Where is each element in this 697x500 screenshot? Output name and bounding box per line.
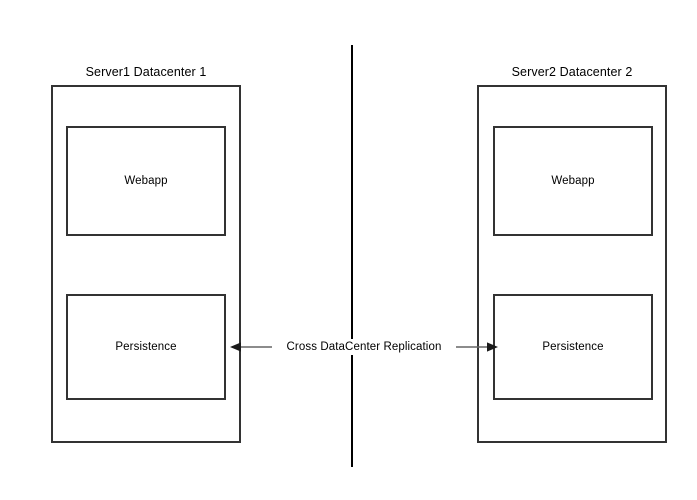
datacenter-title-right: Server2 Datacenter 2: [511, 65, 633, 79]
component-label-persistence-right: Persistence: [542, 341, 604, 353]
component-label-webapp-right: Webapp: [551, 175, 595, 187]
component-label-persistence-left: Persistence: [115, 341, 177, 353]
component-box-webapp-left[interactable]: Webapp: [66, 126, 226, 236]
replication-connector-label: Cross DataCenter Replication: [272, 339, 456, 355]
datacenter-title-left: Server1 Datacenter 1: [85, 65, 207, 79]
component-box-persistence-left[interactable]: Persistence: [66, 294, 226, 400]
component-box-persistence-right[interactable]: Persistence: [493, 294, 653, 400]
datacenter-boundary-divider: [351, 45, 353, 467]
component-box-webapp-right[interactable]: Webapp: [493, 126, 653, 236]
component-label-webapp-left: Webapp: [124, 175, 168, 187]
